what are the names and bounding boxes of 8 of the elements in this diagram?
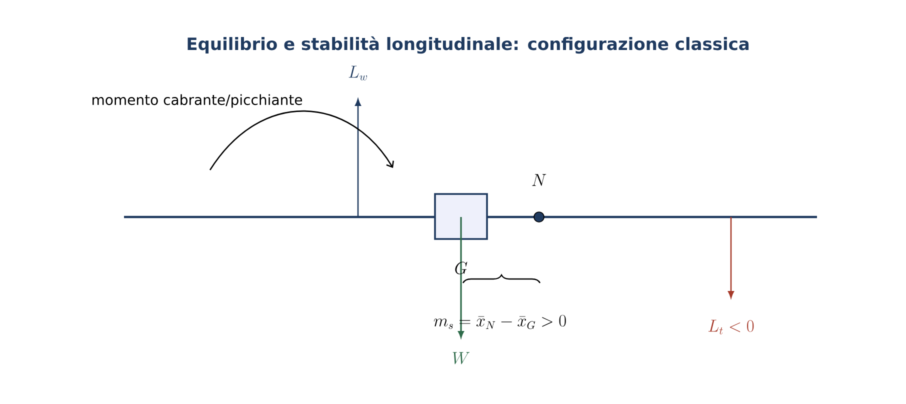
- point-label: $N$: [532, 174, 546, 186]
- force-label: $L_t < 0$: [708, 320, 754, 334]
- body-box: [434, 193, 488, 240]
- force-label: $W$: [452, 352, 470, 364]
- point-marker: [534, 212, 544, 222]
- title: Equilibrio e stabilità longitudinale: configurazione classica: [188, 36, 749, 54]
- moment-label: momento cabrante/picchiante: [92, 94, 302, 108]
- force-label: $L_w$: [348, 66, 367, 80]
